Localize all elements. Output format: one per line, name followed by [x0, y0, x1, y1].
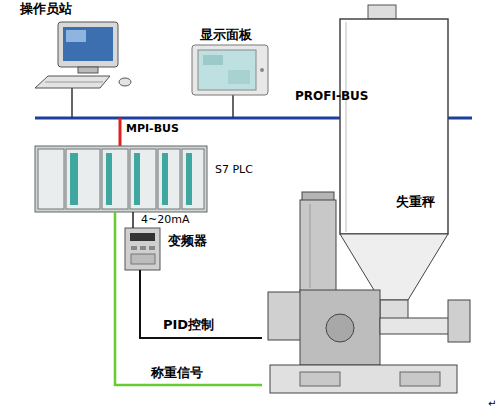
signal-wire [140, 270, 262, 338]
signal-label: 称重信号 [150, 366, 204, 381]
feeder-illustration [268, 5, 470, 393]
node-label: 失重秤 [396, 195, 435, 210]
node-label: 操作员站 [20, 2, 72, 17]
inverter-box: 变频器 [125, 228, 160, 270]
signal-wire [115, 212, 262, 385]
inverter-icon [125, 228, 160, 270]
feeder-machine: 失重秤 [262, 5, 472, 395]
signal-wire [132, 212, 134, 228]
bus-name: PROFI-BUS [295, 90, 368, 104]
mpi-line [119, 118, 122, 146]
display-panel: 显示面板 [190, 28, 270, 96]
computer-icon [35, 22, 131, 118]
plc-icon [35, 146, 207, 212]
node-label: 显示面板 [200, 28, 252, 43]
operator-station: 操作员站 [20, 2, 145, 92]
signal-label: 4~20mA [140, 214, 190, 227]
panel-icon [192, 45, 268, 118]
bus-name: MPI-BUS [126, 123, 179, 136]
node-label: 变频器 [168, 234, 207, 249]
node-label: S7 PLC [215, 164, 253, 177]
plc-rack: S7 PLC [35, 146, 207, 212]
signal-label: PID控制 [162, 318, 215, 333]
return-mark: ↵ [488, 398, 496, 410]
